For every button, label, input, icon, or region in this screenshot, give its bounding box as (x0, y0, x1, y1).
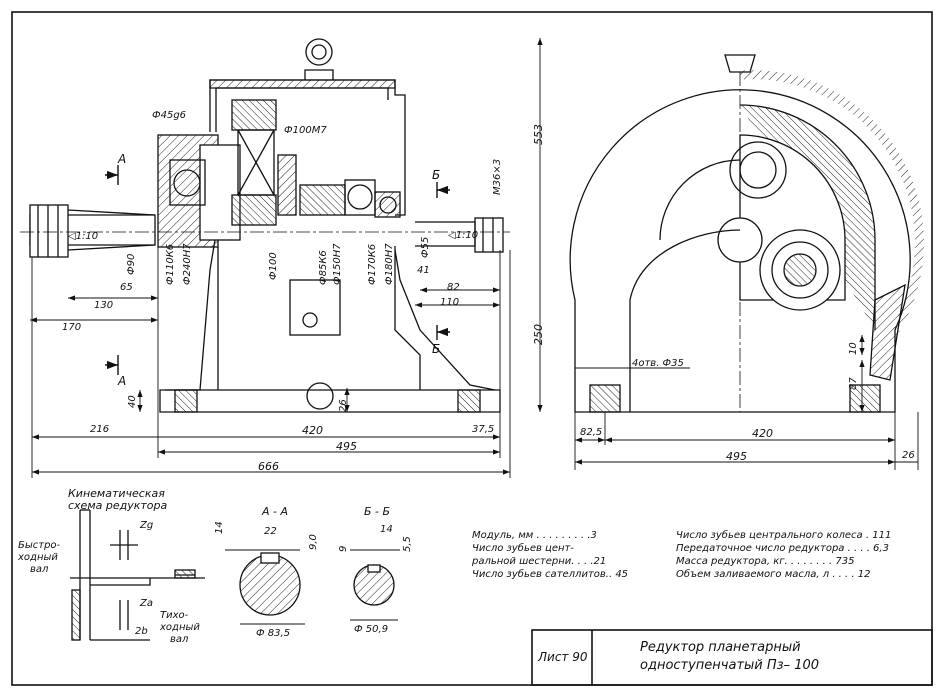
title-line-1: Редуктор планетарный (640, 640, 801, 655)
fast-shaft-3: вал (30, 564, 49, 575)
slow-shaft-2: ходный (160, 622, 200, 633)
dim-40: 40 (127, 395, 138, 408)
spec-left-3: ральной шестерни. . . .21 (472, 556, 607, 567)
section-bb (350, 549, 400, 621)
dim-26-side: 26 (902, 450, 915, 461)
section-bb-title: Б - Б (364, 505, 391, 518)
spec-right-3: Масса редуктора, кг. . . . . . . . 735 (676, 556, 855, 567)
label-za: Za (140, 598, 153, 609)
spec-right-4: Объем заливаемого масла, л . . . . 12 (676, 569, 871, 580)
bb-dim-14: 14 (380, 524, 393, 535)
dim-d55: Ф55 (420, 236, 431, 258)
dim-d150h7: Ф150Н7 (332, 243, 343, 285)
bb-dim-diameter: Ф 50,9 (354, 624, 389, 635)
holes-4x35: 4отв. Ф35 (632, 358, 684, 369)
dim-216: 216 (90, 424, 110, 435)
dim-26-front: 26 (338, 399, 349, 412)
aa-dim-14: 14 (214, 521, 225, 534)
section-label-a-top: А (118, 152, 127, 166)
title-block-frame (531, 629, 933, 686)
spec-right-1: Число зубьев центрального колеса . 111 (676, 530, 892, 541)
dim-110: 110 (440, 297, 460, 308)
aa-dim-diameter: Ф 83,5 (256, 628, 291, 639)
spec-right-2: Передаточное число редуктора . . . . 6,3 (676, 543, 889, 554)
dim-82: 82 (447, 282, 460, 293)
dim-d85k6: Ф85К6 (318, 250, 329, 285)
side-view (569, 54, 925, 413)
dim-d110k6: Ф110К6 (165, 243, 176, 285)
dim-495-front: 495 (336, 440, 357, 453)
label-zg: Zg (140, 520, 154, 531)
dim-d240h7: Ф240Н7 (182, 243, 193, 285)
aa-dim-22: 22 (264, 526, 277, 537)
section-markers (105, 165, 450, 375)
title-line-2: одноступенчатый Пз– 100 (640, 658, 820, 673)
dim-420-front: 420 (302, 424, 323, 437)
dim-d45g6: Ф45g6 (152, 110, 187, 121)
dim-666: 666 (258, 460, 279, 473)
taper-left: ◁1:10 (68, 231, 99, 242)
kinematic-title-1: Кинематическая (68, 487, 165, 500)
dim-m36: М36×3 (492, 158, 503, 195)
dim-10: 10 (848, 342, 859, 355)
dim-37-5: 37,5 (472, 424, 495, 435)
spec-left-2: Число зубьев цент- (472, 543, 574, 554)
dim-65: 65 (120, 282, 133, 293)
sheet-label: Лист 90 (538, 650, 588, 664)
section-label-b-bottom: Б (432, 342, 441, 356)
section-aa (225, 549, 305, 625)
dim-420-side: 420 (752, 427, 773, 440)
kinematic-title-2: схема редуктора (68, 499, 168, 512)
section-label-a-bottom: А (118, 374, 127, 388)
section-label-b-top: Б (432, 168, 441, 182)
dim-41: 41 (417, 265, 430, 276)
dim-495-side: 495 (726, 450, 747, 463)
dim-d90: Ф90 (126, 253, 137, 275)
section-aa-title: А - А (262, 505, 289, 518)
dim-250: 250 (532, 324, 545, 345)
front-dimensions (30, 247, 511, 478)
bb-dim-5-5: 5,5 (402, 536, 413, 552)
side-dimensions (537, 38, 919, 470)
bb-dim-9: 9 (338, 545, 349, 552)
spec-left-4: Число зубьев сателлитов.. 45 (472, 569, 629, 580)
aa-dim-9-0: 9,0 (308, 534, 319, 550)
slow-shaft-1: Тихо- (160, 610, 189, 621)
fast-shaft-2: ходный (18, 552, 58, 563)
sheet-frame (11, 11, 933, 686)
slow-shaft-3: вал (170, 634, 189, 645)
kinematic-scheme (70, 509, 205, 641)
front-view (20, 38, 510, 413)
dim-553: 553 (532, 124, 545, 145)
spec-left-1: Модуль, мм . . . . . . . . .3 (472, 530, 597, 541)
label-zb: 2b (135, 626, 148, 637)
fast-shaft-1: Быстро- (18, 540, 61, 551)
taper-right: ◁1:10 (448, 230, 479, 241)
dim-170: 170 (62, 322, 82, 333)
dim-82-5: 82,5 (580, 427, 603, 438)
dim-d180h7: Ф180Н7 (384, 243, 395, 285)
dim-d100m7: Ф100М7 (284, 125, 327, 136)
dim-d170k6: Ф170К6 (367, 243, 378, 285)
dim-87: 87 (848, 377, 859, 390)
dim-d100: Ф100 (268, 252, 279, 280)
dim-130: 130 (94, 300, 114, 311)
